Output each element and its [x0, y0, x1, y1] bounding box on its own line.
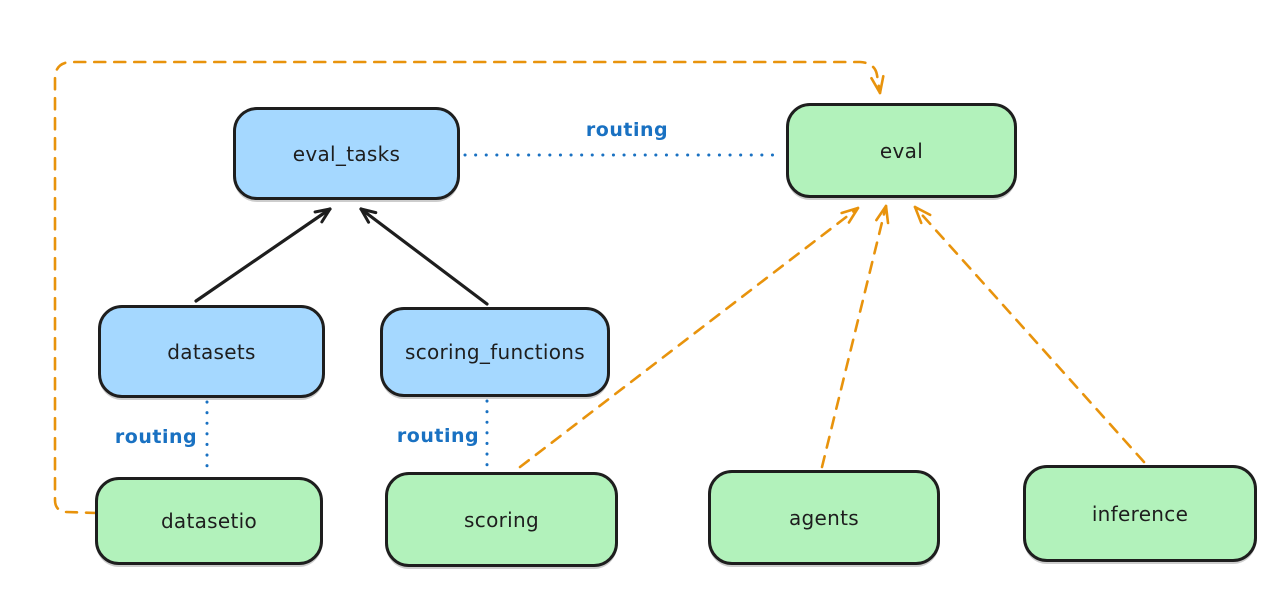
node-scoring: scoring — [385, 472, 618, 567]
node-inference-label: inference — [1091, 501, 1189, 526]
arrow-agents-to-eval — [820, 204, 890, 469]
node-eval-tasks: eval_tasks — [233, 107, 460, 200]
node-eval-label: eval — [879, 138, 924, 163]
node-eval: eval — [786, 103, 1017, 198]
node-scoring-label: scoring — [464, 507, 539, 532]
node-datasetio-label: datasetio — [160, 509, 258, 533]
node-eval-tasks-label: eval_tasks — [292, 141, 401, 166]
node-scoring-functions: scoring_functions — [380, 307, 610, 397]
node-datasetio: datasetio — [95, 477, 323, 565]
arrow-datasets-to-eval-tasks — [194, 207, 332, 303]
node-scoring-functions-label: scoring_functions — [404, 340, 586, 364]
arrow-inference-to-eval — [913, 205, 1146, 464]
node-agents-label: agents — [789, 505, 859, 530]
node-datasets-label: datasets — [167, 339, 256, 364]
routing-label-scoring-functions-scoring: routing — [396, 425, 480, 447]
routing-label-eval-tasks-eval: routing — [585, 119, 669, 141]
node-inference: inference — [1023, 465, 1257, 562]
routing-label-datasets-datasetio: routing — [114, 426, 198, 448]
node-datasets: datasets — [98, 305, 325, 398]
arrow-scoring-functions-to-eval-tasks — [359, 207, 489, 306]
node-agents: agents — [708, 470, 940, 565]
